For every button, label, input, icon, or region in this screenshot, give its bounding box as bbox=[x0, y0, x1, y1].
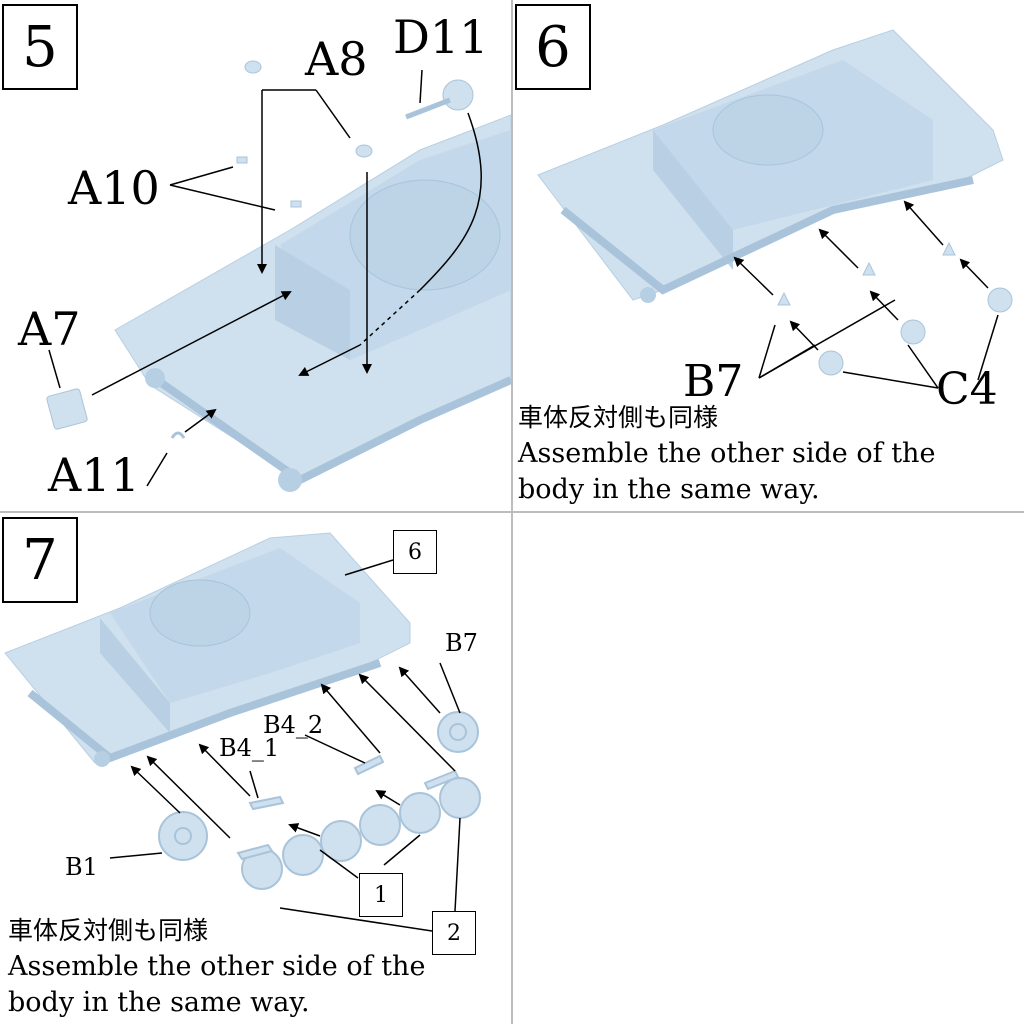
ref-1-box: 1 bbox=[359, 873, 403, 917]
step-7-note-jp: 車体反対側も同様 bbox=[8, 916, 209, 945]
label-b7-7: B7 bbox=[445, 629, 478, 657]
small-parts-6 bbox=[777, 241, 1013, 376]
step-6-drawing bbox=[537, 29, 1013, 389]
arrows-6 bbox=[733, 200, 999, 389]
tank-hull-5 bbox=[114, 114, 511, 492]
label-b7: B7 bbox=[683, 356, 744, 407]
step-5-number: 5 bbox=[2, 4, 78, 90]
label-a10: A10 bbox=[68, 161, 160, 215]
step-6-note-en-2: body in the same way. bbox=[518, 474, 820, 505]
label-a11: A11 bbox=[48, 448, 140, 502]
leader-lines-5 bbox=[48, 69, 423, 487]
step-6-panel: 6 B7 C4 車体反対側も同様 Assemble the other side… bbox=[513, 0, 1024, 511]
ref-2-box: 2 bbox=[432, 911, 476, 955]
arrows-5 bbox=[91, 90, 482, 433]
step-5-panel: 5 A8 D11 A10 A7 A11 bbox=[0, 0, 511, 511]
step-7-note-en-1: Assemble the other side of the bbox=[8, 951, 426, 982]
step-6-note-jp: 車体反対側も同様 bbox=[518, 403, 719, 432]
step-7-drawing bbox=[4, 532, 481, 932]
label-b1: B1 bbox=[65, 853, 98, 881]
label-b4-2: B4_2 bbox=[263, 711, 324, 739]
grid-divider-horizontal bbox=[0, 511, 1024, 513]
tank-hull-6 bbox=[537, 29, 1004, 303]
label-c4: C4 bbox=[936, 364, 998, 415]
step-6-note-en-1: Assemble the other side of the bbox=[518, 438, 936, 469]
arrows-7 bbox=[109, 559, 461, 932]
empty-panel bbox=[513, 513, 1024, 1024]
step-6-number: 6 bbox=[515, 4, 591, 90]
label-b4-1: B4_1 bbox=[219, 734, 280, 762]
label-a8: A8 bbox=[305, 32, 368, 86]
step-7-note-en-2: body in the same way. bbox=[8, 987, 310, 1018]
step-7-number: 7 bbox=[2, 517, 78, 603]
step-5-drawing bbox=[46, 60, 511, 492]
label-d11: D11 bbox=[393, 10, 489, 64]
step-7-note: 車体反対側も同様 Assemble the other side of the … bbox=[8, 913, 425, 1021]
step-6-note: 車体反対側も同様 Assemble the other side of the … bbox=[518, 400, 935, 508]
tank-hull-7 bbox=[4, 532, 411, 767]
label-a7: A7 bbox=[18, 302, 81, 356]
ref-step-6-box: 6 bbox=[393, 530, 437, 574]
small-parts-5 bbox=[46, 60, 474, 439]
wheels-7 bbox=[158, 711, 481, 890]
step-7-panel: 7 6 1 2 B7 B4_2 B4_1 B1 車体反対側も同様 Assembl… bbox=[0, 513, 511, 1024]
